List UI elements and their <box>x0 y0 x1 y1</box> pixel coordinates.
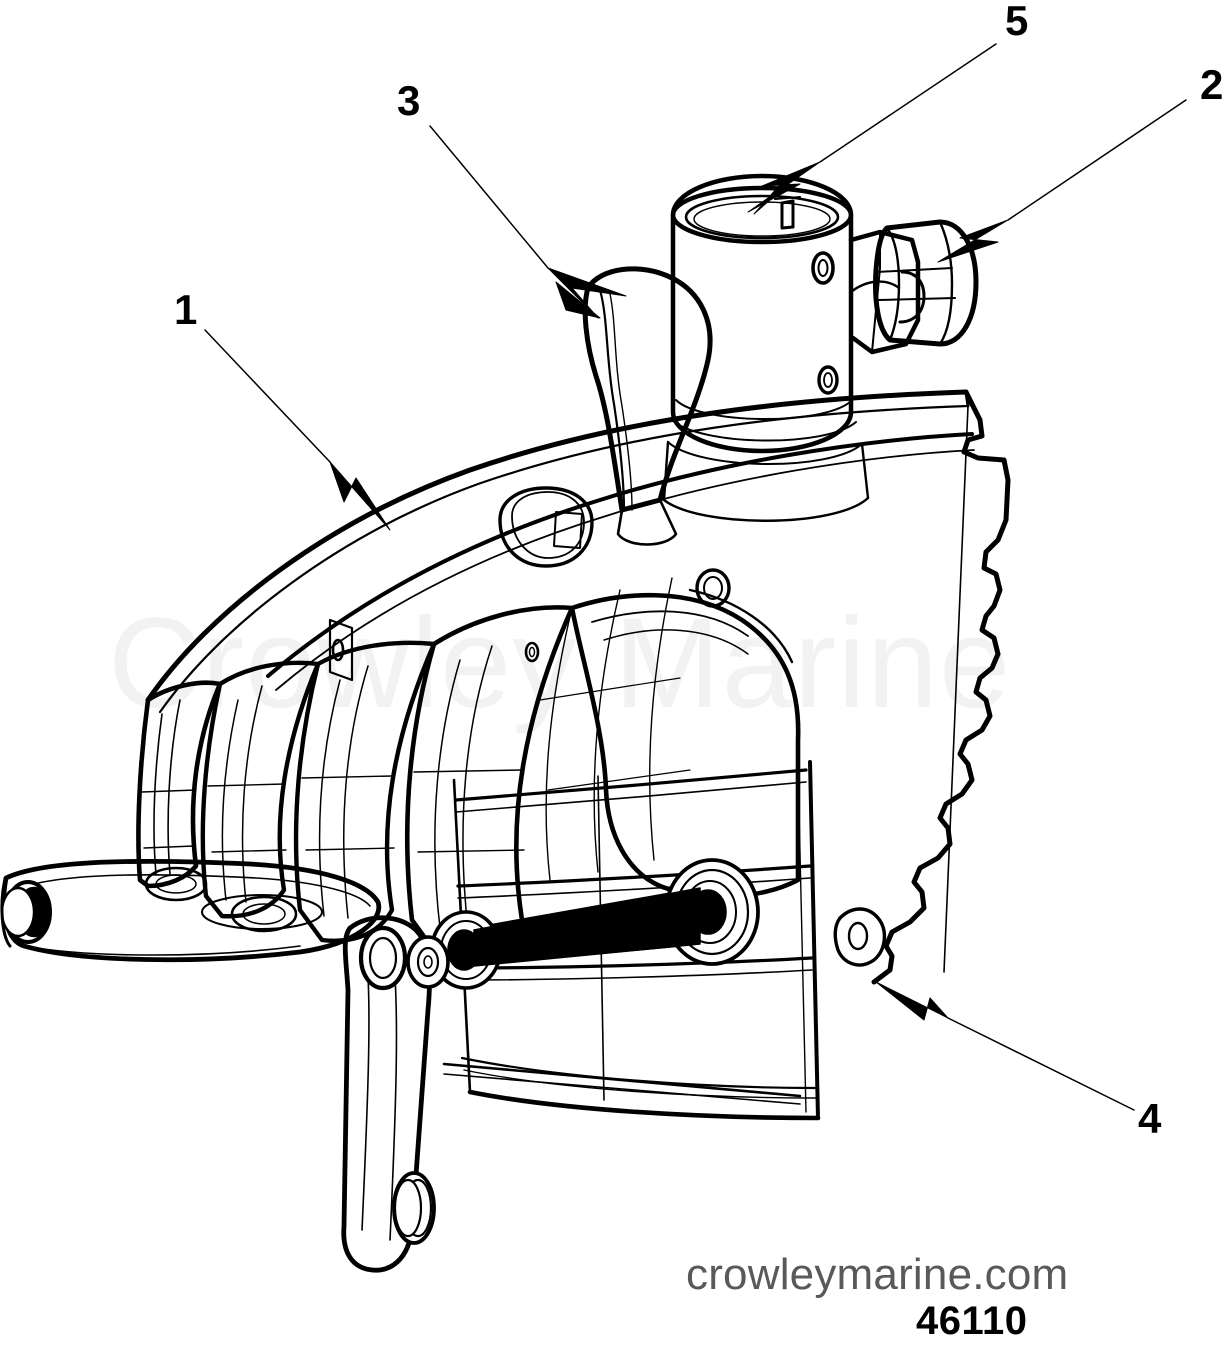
diagram-part-number: 46110 <box>916 1299 1028 1343</box>
clamp-bracket-main <box>145 389 975 973</box>
arrowhead-3 <box>547 267 627 319</box>
leader-line-3 <box>429 125 549 269</box>
leader-line-2 <box>1007 99 1187 221</box>
tiller-handle <box>582 266 713 546</box>
callout-leaders <box>204 43 1187 1111</box>
callout-label-3: 3 <box>397 77 421 124</box>
leader-line-1 <box>204 329 331 463</box>
swivel-pivot-ear <box>833 907 886 967</box>
leader-line-4 <box>947 1017 1135 1111</box>
arrowhead-1 <box>329 461 391 531</box>
side-lever-arm <box>0 858 382 963</box>
callout-label-5: 5 <box>1005 0 1029 44</box>
handle-pivot-boss <box>498 486 594 568</box>
clamp-screw <box>430 858 760 990</box>
swivel-tube-assembly <box>662 173 870 522</box>
callout-label-4: 4 <box>1138 1095 1162 1142</box>
hanging-link-arm <box>341 915 802 1273</box>
leader-line-5 <box>819 43 997 163</box>
clamp-screw-housing <box>569 588 801 899</box>
arrowhead-2 <box>937 219 1009 263</box>
ribbed-casting <box>136 577 691 960</box>
brand-url-text: crowleymarine.com <box>686 1250 1069 1299</box>
arrowhead-4 <box>875 981 949 1021</box>
tilt-ratchet-rack <box>871 389 1011 985</box>
callout-label-2: 2 <box>1200 61 1224 108</box>
rib-foot-bosses <box>144 866 298 933</box>
callout-label-1: 1 <box>174 286 198 333</box>
